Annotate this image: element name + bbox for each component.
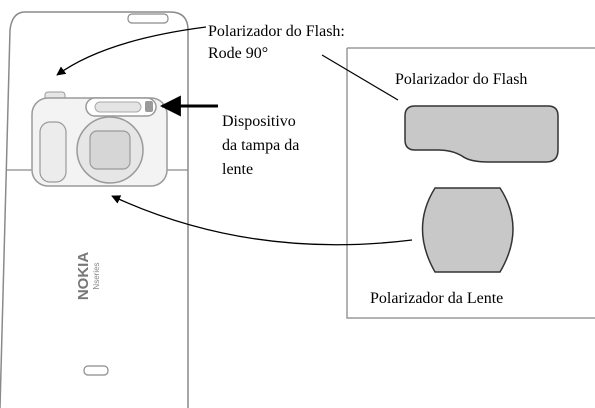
lens-cover-button: [145, 101, 153, 112]
label-flash-polarizer-rotate-1: Polarizador do Flash:: [208, 23, 345, 40]
label-lens-cover-3: lente: [222, 161, 254, 178]
label-lens-cover-1: Dispositivo: [222, 113, 296, 130]
label-flash-polarizer-rotate-2: Rode 90°: [208, 45, 269, 62]
flash-bulb: [94, 101, 142, 113]
camera-module: [31, 91, 168, 187]
phone-body-outline: [0, 11, 189, 408]
phone-top-slot: [127, 13, 169, 24]
phone-bottom-slot: [83, 365, 109, 376]
arrow-rotate-flash: [56, 26, 207, 76]
label-lens-polarizer: Polarizador da Lente: [370, 290, 504, 307]
phone-back: NOKIA Nseries: [0, 11, 189, 408]
lens-polarizer-shape: [421, 187, 514, 273]
leader-flash-polarizer: [321, 54, 399, 101]
flash-polarizer-shape: [404, 105, 559, 163]
phone-branding: NOKIA Nseries: [75, 252, 101, 301]
polarizer-panel: [346, 47, 595, 319]
arrow-lens-polarizer: [111, 195, 413, 246]
label-flash-polarizer: Polarizador do Flash: [395, 71, 528, 88]
brand-logo: NOKIA: [75, 252, 92, 301]
panel-frame: [346, 47, 595, 319]
camera-side-window: [39, 121, 67, 183]
label-lens-cover-2: da tampa da: [222, 137, 300, 154]
series-logo: Nseries: [92, 262, 101, 289]
lens-center: [89, 130, 131, 170]
